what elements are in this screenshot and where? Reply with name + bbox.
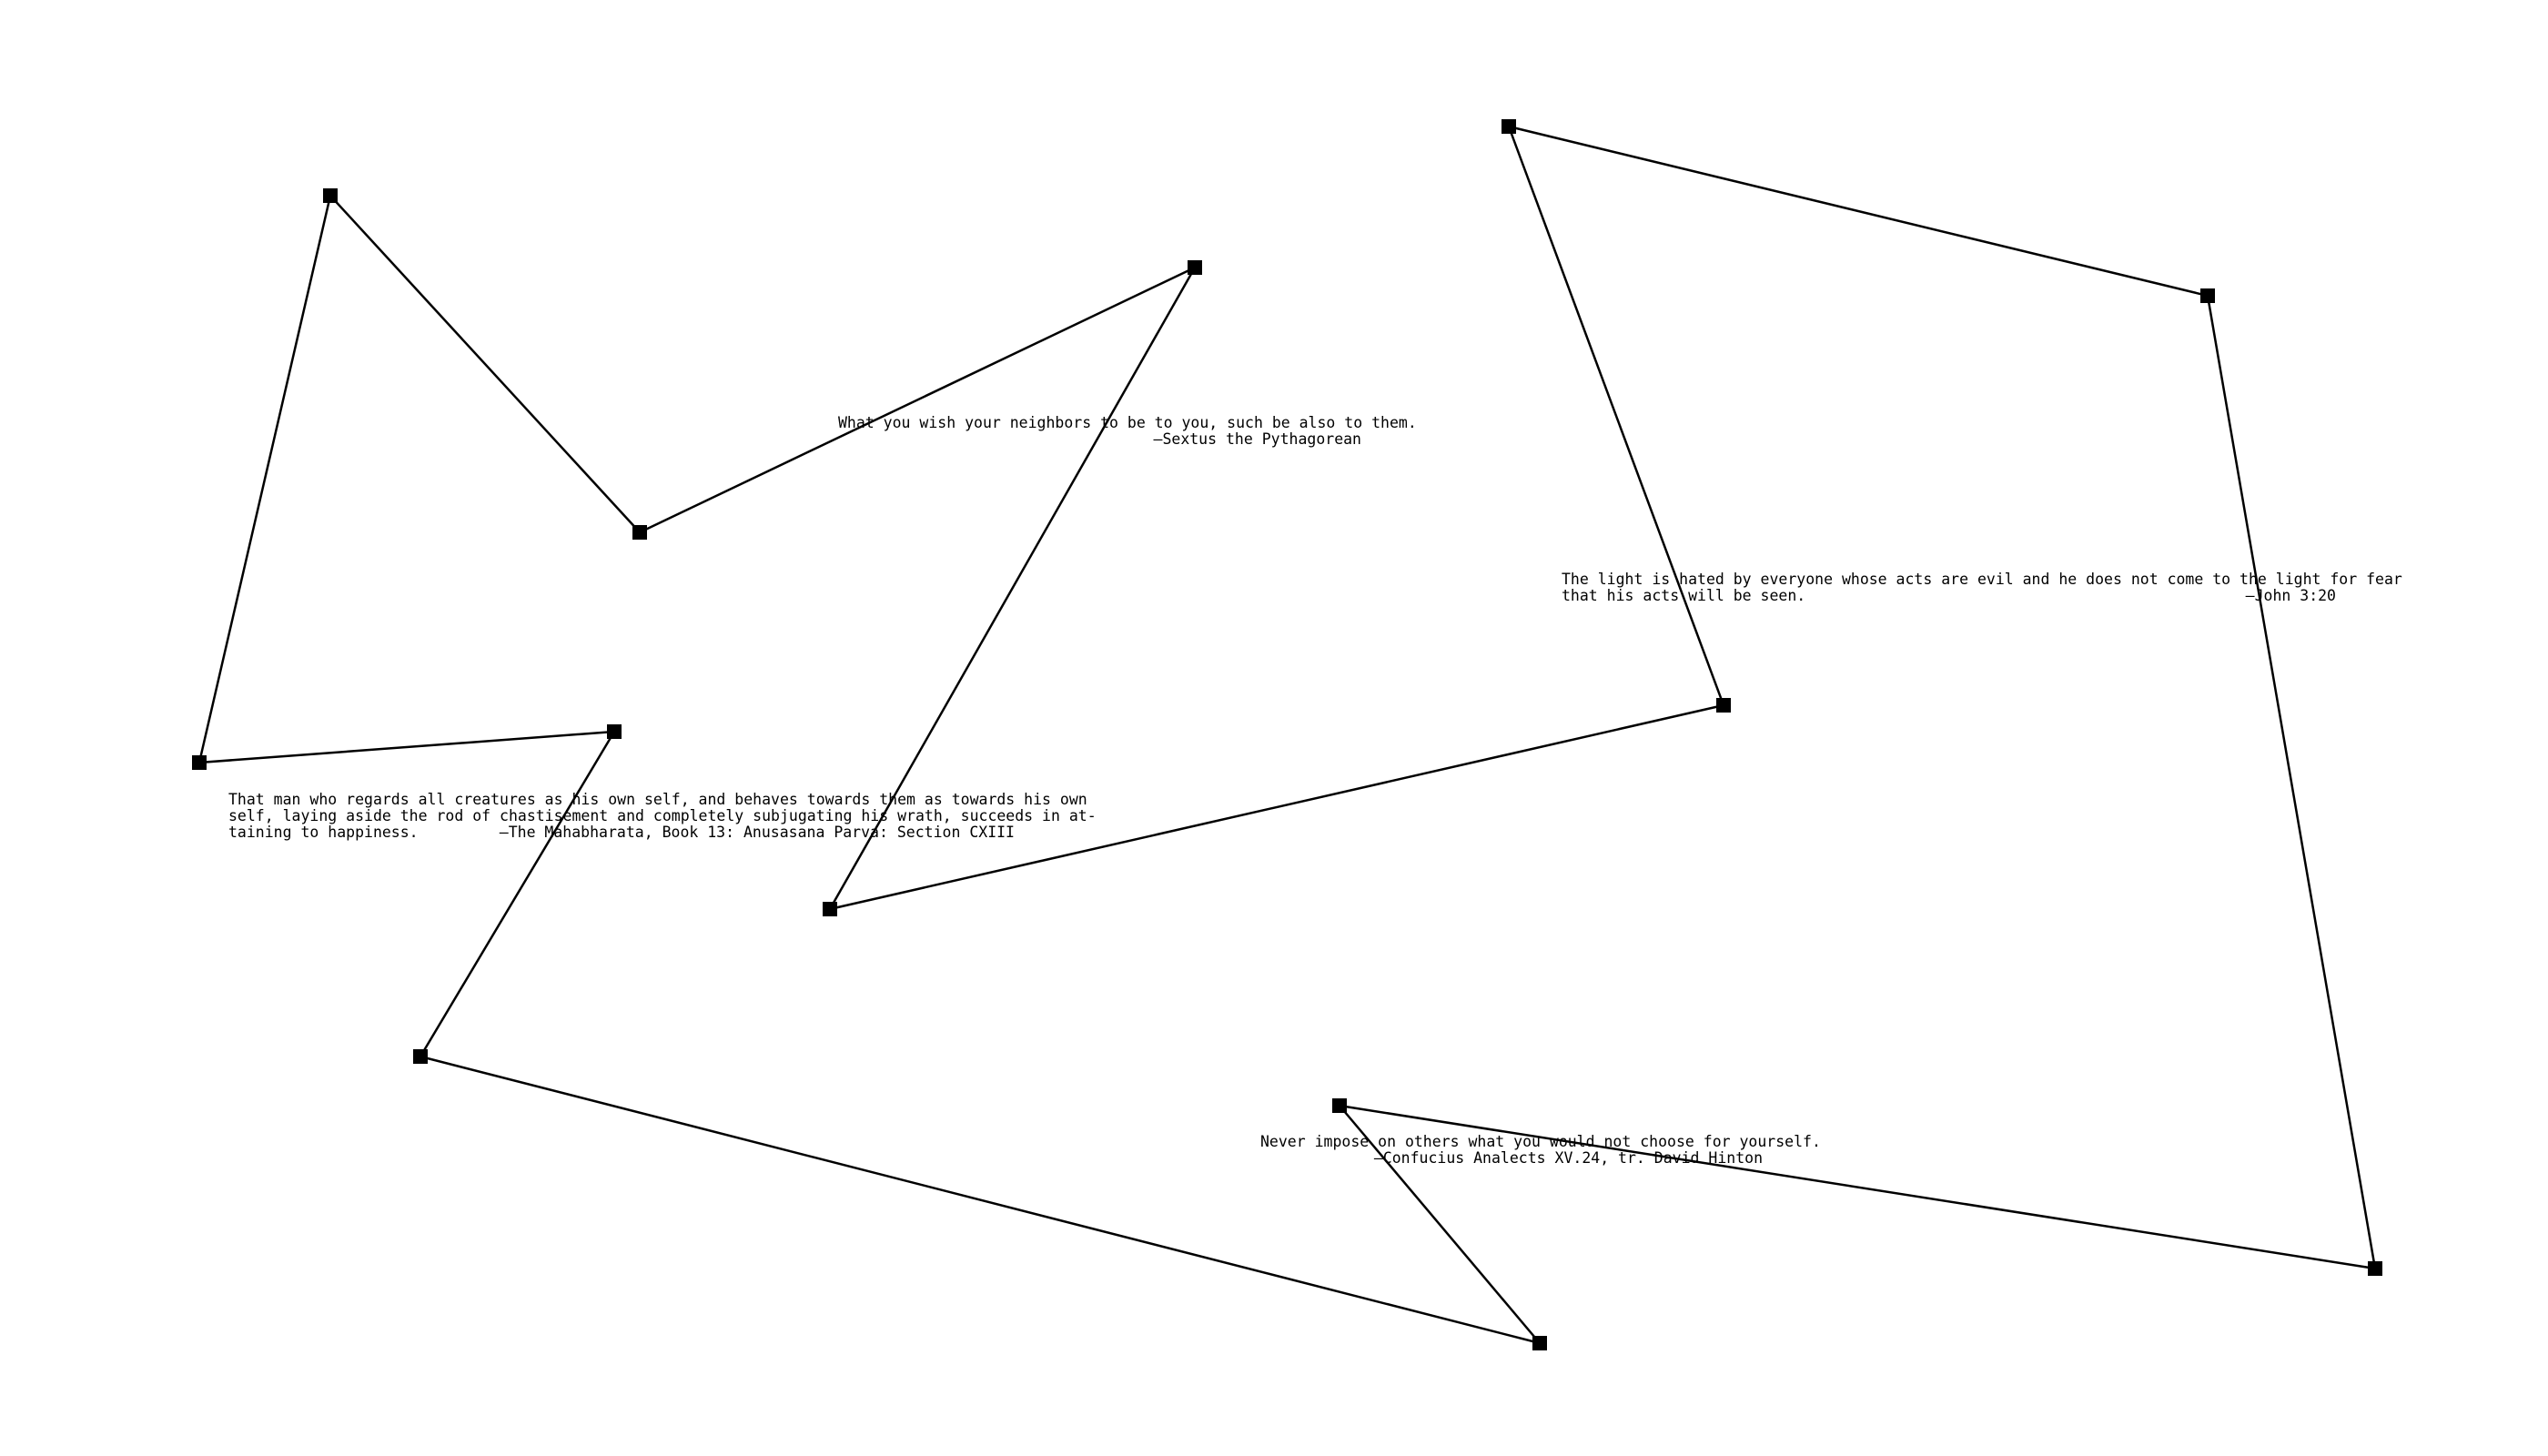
node-square [1532, 1336, 1547, 1350]
node-square [1188, 260, 1202, 275]
quote-line: What you wish your neighbors to be to yo… [838, 414, 1417, 431]
quote-attribution: —Confucius Analects XV.24, tr. David Hin… [1373, 1149, 1763, 1167]
edge [419, 731, 616, 1057]
node-square [1716, 698, 1731, 713]
node-square [632, 525, 647, 540]
edge [1508, 125, 2209, 298]
quote-confucius: Never impose on others what you would no… [1260, 1133, 1821, 1167]
node-square [413, 1049, 428, 1064]
edge [197, 195, 332, 763]
edge [828, 267, 1197, 910]
quote-line: taining to happiness. [228, 824, 419, 841]
edge [1339, 1104, 2376, 1270]
node-square [1332, 1098, 1347, 1113]
edge [1507, 126, 1725, 706]
quote-mahabharata: That man who regards all creatures as hi… [228, 791, 1097, 841]
quote-line: The light is hated by everyone whose act… [1562, 571, 2402, 588]
edge [639, 266, 1196, 534]
edge [420, 1055, 1541, 1345]
quote-line: Never impose on others what you would no… [1260, 1133, 1821, 1150]
quote-attribution: —Sextus the Pythagorean [1153, 430, 1361, 448]
node-square [323, 188, 338, 203]
node-square [2368, 1261, 2382, 1276]
quote-last-line: taining to happiness. —The Mahabharata, … [228, 824, 1015, 841]
quote-attribution: —The Mahabharata, Book 13: Anusasana Par… [499, 824, 1015, 841]
edge [1339, 1105, 1541, 1344]
quote-line: That man who regards all creatures as hi… [228, 791, 1087, 808]
node-square [1502, 119, 1516, 134]
edge [2206, 295, 2377, 1269]
edge [329, 195, 641, 533]
quote-line: self, laying aside the rod of chastiseme… [228, 807, 1097, 824]
node-square [192, 755, 207, 770]
node-square [823, 902, 837, 916]
quote-line: that his acts will be seen. [1562, 587, 1806, 604]
node-square [2200, 288, 2215, 303]
edge [198, 730, 615, 764]
edge [829, 703, 1724, 911]
quote-attribution: —John 3:20 [2245, 587, 2336, 604]
quote-last-line: that his acts will be seen. —John 3:20 [1562, 588, 2336, 604]
quote-sextus: What you wish your neighbors to be to yo… [838, 414, 1417, 448]
quote-john: The light is hated by everyone whose act… [1562, 571, 2402, 604]
node-square [607, 724, 622, 739]
